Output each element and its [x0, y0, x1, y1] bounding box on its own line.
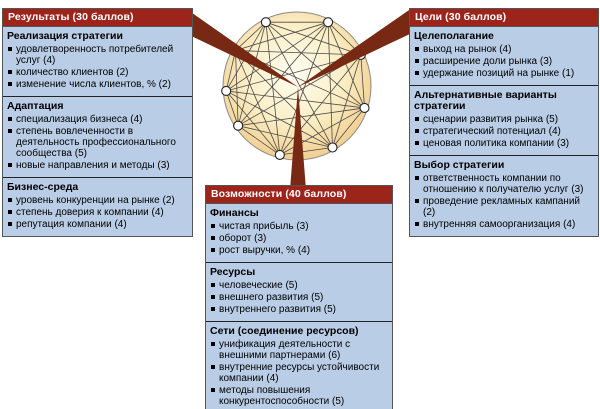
section-adaptation: Адаптация специализация бизнеса (4) степ… [3, 96, 192, 177]
list-item: внутренние ресурсы устойчивости компании… [209, 362, 388, 384]
list-item: ответственность компании по отношению к … [413, 173, 594, 195]
list-item: внутренняя самоорганизация (4) [413, 219, 594, 230]
list-item: сценарии развития рынка (5) [413, 114, 594, 125]
list-item: унификация деятельности с внешними партн… [209, 339, 388, 361]
list-item: ценовая политика компании (3) [413, 138, 594, 149]
network-node [260, 17, 271, 28]
network-edge [327, 22, 365, 109]
network-edge [237, 21, 329, 126]
network-node [221, 85, 232, 97]
network-edge [237, 125, 281, 156]
section-title: Альтернативные варианты стратегии [414, 89, 557, 112]
panel-goals-body: Целеполагание выход на рынок (4) расшире… [410, 27, 598, 236]
list-item: рост выручки, % (4) [209, 245, 388, 256]
list-item: степень вовлеченности в деятельность про… [6, 126, 188, 159]
network-edge [279, 22, 329, 156]
list-item: степень доверия к компании (4) [6, 207, 188, 218]
section-networks: Сети (соединение ресурсов) унификация де… [206, 321, 392, 409]
section-resources: Ресурсы человеческие (5) внешнего развит… [206, 262, 392, 321]
panel-opportunities-body: Финансы чистая прибыль (3) оборот (3) ро… [206, 204, 392, 409]
network-edge [225, 90, 333, 148]
network-edge [225, 90, 281, 156]
section-title: Выбор стратегии [414, 159, 505, 171]
list-item: чистая прибыль (3) [209, 221, 388, 232]
wedges [185, 8, 412, 190]
panel-results: Результаты (30 баллов) Реализация страте… [2, 8, 193, 237]
network-edge [225, 21, 329, 92]
network-edge [279, 147, 333, 156]
section-strategy-choice: Выбор стратегии ответственность компании… [410, 155, 598, 236]
network-node [233, 120, 244, 131]
list-item: новые направления и методы (3) [6, 160, 188, 171]
list-item: человеческие (5) [209, 280, 388, 291]
list-item: внешнего развития (5) [209, 292, 388, 303]
section-title: Финансы [210, 207, 259, 219]
wedge-to-results [185, 8, 298, 87]
list-item: специализация бизнеса (4) [6, 114, 188, 125]
section-alternative-strategies: Альтернативные варианты стратегии сценар… [410, 85, 598, 155]
section-title: Адаптация [7, 100, 64, 112]
list-item: стратегический потенциал (4) [413, 126, 594, 137]
panel-results-body: Реализация стратегии удовлетворенность п… [3, 27, 192, 236]
list-item: удержание позиций на рынке (1) [413, 68, 594, 79]
network-edge [265, 21, 365, 109]
panel-opportunities: Возможности (40 баллов) Финансы чистая п… [205, 185, 393, 409]
section-title: Целеполагание [414, 30, 494, 42]
list-item: проведение рекламных кампаний (2) [413, 196, 594, 218]
list-item: изменение числа клиентов, % (2) [6, 79, 188, 90]
section-business-environment: Бизнес-среда уровень конкуренции на рынк… [3, 177, 192, 236]
list-item: удовлетворенность потребителей услуг (4) [6, 44, 188, 66]
panel-goals-header: Цели (30 баллов) [410, 9, 598, 27]
network-edge [265, 21, 333, 148]
list-item: методы повышения конкурентоспособности (… [209, 385, 388, 407]
network-edge [235, 21, 267, 51]
section-title: Сети (соединение ресурсов) [210, 325, 359, 337]
section-goal-setting: Целеполагание выход на рынок (4) расшире… [410, 27, 598, 85]
section-title: Бизнес-среда [7, 181, 79, 193]
list-item: расширение доли рынка (3) [413, 56, 594, 67]
network-edge [265, 21, 361, 56]
network-edge [360, 54, 365, 108]
network-edge [327, 22, 333, 148]
network-node [323, 17, 334, 28]
network-edge [235, 50, 281, 156]
network-edge [235, 50, 361, 56]
network-edge [238, 125, 333, 148]
wedge-to-goals [298, 8, 412, 87]
network-edge [226, 90, 365, 109]
wedge-to-opportunities [290, 87, 306, 190]
network-edge [332, 107, 365, 148]
network-edge [332, 54, 362, 148]
network-edge [225, 50, 236, 92]
section-title: Ресурсы [210, 266, 256, 278]
network-edge [265, 22, 281, 155]
network-node [327, 142, 338, 153]
section-title: Реализация стратегии [7, 30, 123, 42]
network-edge [237, 22, 267, 126]
panel-goals: Цели (30 баллов) Целеполагание выход на … [409, 8, 599, 237]
network-edge [225, 90, 239, 126]
section-strategy-implementation: Реализация стратегии удовлетворенность п… [3, 27, 192, 96]
network-node [274, 149, 285, 160]
list-item: количество клиентов (2) [6, 67, 188, 78]
network-edge [279, 54, 362, 156]
list-item: уровень конкуренции на рынке (2) [6, 195, 188, 206]
section-finance: Финансы чистая прибыль (3) оборот (3) ро… [206, 204, 392, 262]
list-item: репутация компании (4) [6, 219, 188, 230]
panel-opportunities-header: Возможности (40 баллов) [206, 186, 392, 204]
panel-results-header: Результаты (30 баллов) [3, 9, 192, 27]
list-item: оборот (3) [209, 233, 388, 244]
list-item: внутреннего развития (5) [209, 304, 388, 315]
list-item: выход на рынок (4) [413, 44, 594, 55]
network-node [359, 102, 370, 113]
